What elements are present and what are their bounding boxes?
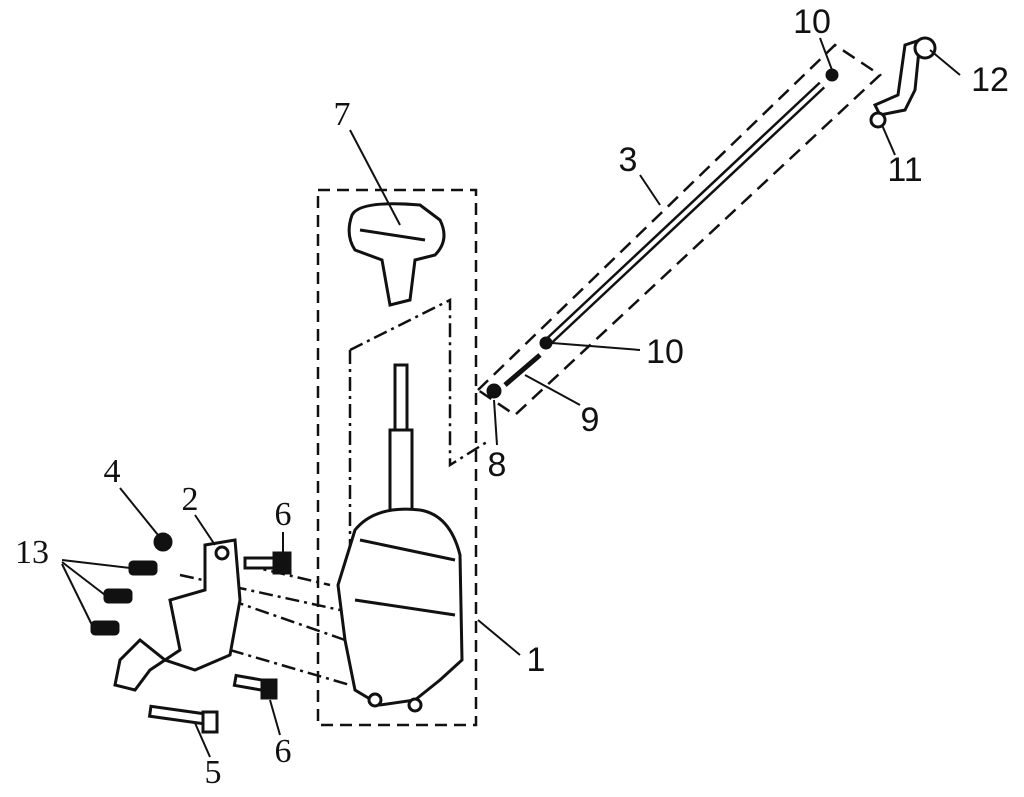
rod-dashed-box <box>476 43 883 417</box>
callout-6-bottom: 6 <box>274 733 292 770</box>
bracket-part <box>113 538 242 692</box>
nut-4 <box>153 532 173 552</box>
assembly-dashed-box <box>316 188 478 727</box>
shift-knob-part <box>347 202 446 307</box>
callout-7: 7 <box>333 96 351 133</box>
callout-13: 13 <box>15 534 49 571</box>
bolt-6-bottom <box>232 673 278 700</box>
callout-3: 3 <box>618 141 638 179</box>
lever-arm-part <box>869 36 937 129</box>
callout-9: 9 <box>580 401 600 439</box>
callout-1: 1 <box>526 641 546 679</box>
bolt-6-top <box>243 551 292 575</box>
shifter-body-part <box>336 363 464 713</box>
bolt-5 <box>147 704 219 734</box>
callout-12: 12 <box>971 61 1009 99</box>
callout-5: 5 <box>204 754 222 791</box>
callout-11: 11 <box>887 151 923 189</box>
callout-10-top: 10 <box>793 3 831 41</box>
callout-6-top: 6 <box>274 496 292 533</box>
callout-8: 8 <box>487 446 507 484</box>
callout-2: 2 <box>181 481 199 518</box>
guide-line <box>349 297 491 468</box>
leader-lines <box>61 37 961 758</box>
bolts-13 <box>90 560 158 636</box>
callout-4: 4 <box>103 453 121 490</box>
callout-10-mid: 10 <box>646 333 684 371</box>
rod-part <box>486 68 839 399</box>
